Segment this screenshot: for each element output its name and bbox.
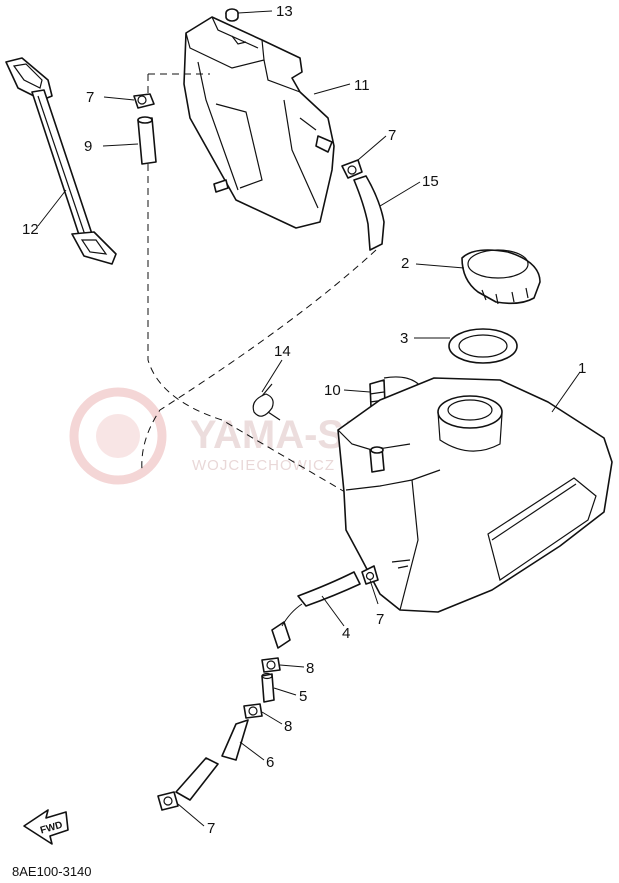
part-4-hose: [271, 571, 361, 649]
callout-5: 5: [299, 688, 307, 705]
callout-15: 15: [422, 173, 439, 190]
part-15-hose: [141, 175, 385, 471]
part-6-hose: [175, 719, 249, 801]
callout-8-upper: 8: [306, 660, 314, 677]
callout-3: 3: [400, 330, 408, 347]
callout-1: 1: [578, 360, 586, 377]
callout-14: 14: [274, 343, 291, 360]
callout-10: 10: [324, 382, 341, 399]
part-12-strap: [5, 57, 117, 265]
callout-11: 11: [354, 77, 370, 94]
callout-9: 9: [84, 138, 92, 155]
callout-13: 13: [276, 3, 293, 20]
part-9-hose: [137, 73, 346, 493]
callout-6: 6: [266, 754, 274, 771]
leader-lines: [37, 10, 581, 827]
part-7-clip-upper-left: [133, 93, 155, 109]
part-7-clip-upper-right: [341, 159, 363, 179]
part-1-fuel-tank: [337, 377, 613, 613]
diagram-code: 8AE100-3140: [12, 864, 92, 879]
part-8-clamp-lower: [243, 703, 263, 719]
part-8-clamp-upper: [261, 657, 281, 673]
callout-12: 12: [22, 221, 39, 238]
callout-7-lower: 7: [207, 820, 215, 837]
part-5-filter: [261, 672, 275, 703]
callouts: 13 11 7 9 7 15 12 2 3 14 1 10 4 7 8 5 8 …: [22, 3, 586, 837]
callout-2: 2: [401, 255, 409, 272]
part-11-reservoir-tank: [183, 16, 335, 229]
part-7-clip-tank: [361, 565, 379, 585]
callout-7-tank: 7: [376, 611, 384, 628]
callout-4: 4: [342, 625, 350, 642]
part-7-clip-lower: [157, 791, 179, 811]
callout-8-lower: 8: [284, 718, 292, 735]
callout-7-upper-left: 7: [86, 89, 94, 106]
part-13-cap: [225, 8, 239, 22]
watermark-logo-inner: [96, 414, 140, 458]
part-3-gasket: [448, 328, 518, 364]
watermark-logo: [69, 387, 167, 485]
fwd-arrow-icon: FWD: [23, 809, 69, 845]
part-14-clip: [252, 383, 281, 421]
part-2-filler-cap: [461, 249, 541, 305]
callout-7-upper-right: 7: [388, 127, 396, 144]
